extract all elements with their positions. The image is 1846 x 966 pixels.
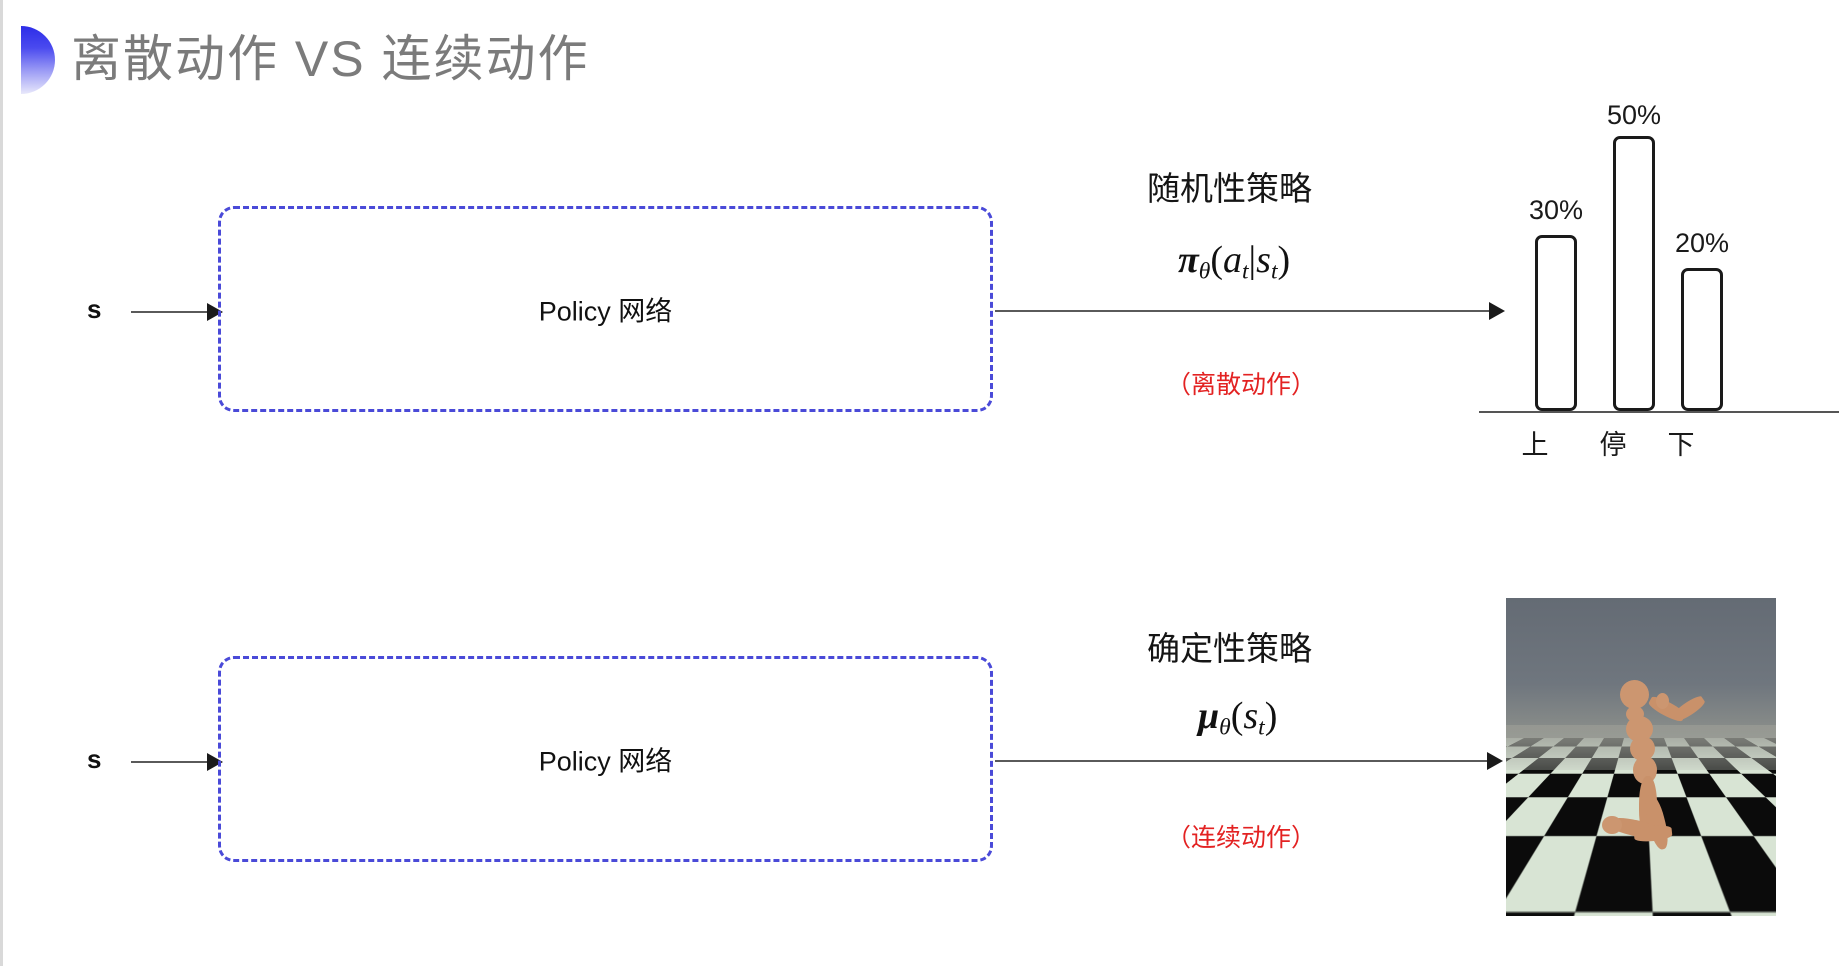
state-label-row2: s: [87, 744, 102, 774]
formula-fn-row1: π: [1178, 239, 1199, 281]
formula-sub-row1: θ: [1198, 258, 1211, 285]
formula-sub-row2: θ: [1219, 714, 1231, 741]
page-title: 离散动作 VS 连续动作: [71, 31, 590, 87]
formula-arg1-row2: s: [1243, 695, 1259, 737]
formula-fn-row2: μ: [1198, 695, 1220, 737]
bar-value-0: 30%: [1528, 195, 1584, 225]
policy-network-label-row1: Policy 网络: [538, 296, 673, 327]
policy-formula-row1: πθ(at|st): [1178, 238, 1290, 286]
title-bullet-decoration: [21, 26, 55, 94]
humanoid-fist: [1656, 693, 1669, 709]
output-arrow-head-row1: [1489, 302, 1505, 320]
policy-formula-row2: μθ(st): [1198, 694, 1277, 742]
formula-arg1sub-row2: t: [1258, 714, 1265, 741]
formula-arg1sub-row1: t: [1241, 258, 1249, 285]
mujoco-humanoid-simulation-image: [1506, 598, 1776, 916]
formula-bar-row1: |: [1248, 239, 1257, 281]
formula-open-row2: (: [1230, 695, 1244, 737]
input-arrow-line-row1: [131, 311, 215, 313]
bar-category-1: 停: [1599, 430, 1627, 460]
humanoid-forearm: [1671, 693, 1707, 724]
formula-close-row2: ): [1264, 695, 1278, 737]
policy-name-row1: 随机性策略: [1147, 170, 1312, 207]
formula-arg2sub-row1: t: [1270, 258, 1278, 285]
formula-open-row1: (: [1210, 239, 1223, 281]
state-label-row1: s: [87, 294, 102, 324]
policy-network-box-row1[interactable]: Policy 网络: [218, 206, 993, 412]
policy-note-row2: （连续动作）: [1166, 824, 1317, 852]
output-arrow-head-row2: [1487, 752, 1503, 770]
humanoid-foot-back: [1602, 816, 1622, 834]
bar-category-0: 上: [1521, 430, 1549, 460]
formula-close-row1: ): [1277, 239, 1291, 281]
formula-arg1-row1: a: [1222, 239, 1242, 281]
policy-network-label-row2: Policy 网络: [538, 746, 673, 777]
bar-0: [1535, 235, 1577, 411]
bar-category-2: 下: [1667, 430, 1695, 460]
input-arrow-line-row2: [131, 761, 215, 763]
output-arrow-line-row1: [995, 310, 1495, 312]
bar-1-value: 50%: [1606, 100, 1662, 130]
bar-2-value: 20%: [1674, 228, 1730, 258]
bar-1: [1613, 136, 1655, 411]
action-probability-bar-chart: 30% 50% 20%: [1479, 100, 1839, 411]
chart-baseline-axis: [1479, 411, 1839, 413]
policy-network-box-row2[interactable]: Policy 网络: [218, 656, 993, 862]
policy-name-row2: 确定性策略: [1147, 630, 1312, 667]
humanoid-figure: [1506, 598, 1776, 916]
output-arrow-line-row2: [995, 760, 1493, 762]
formula-arg2-row1: s: [1256, 239, 1271, 281]
policy-note-row1: （离散动作）: [1166, 371, 1317, 399]
bar-2: [1681, 268, 1723, 411]
humanoid-head: [1620, 680, 1649, 709]
